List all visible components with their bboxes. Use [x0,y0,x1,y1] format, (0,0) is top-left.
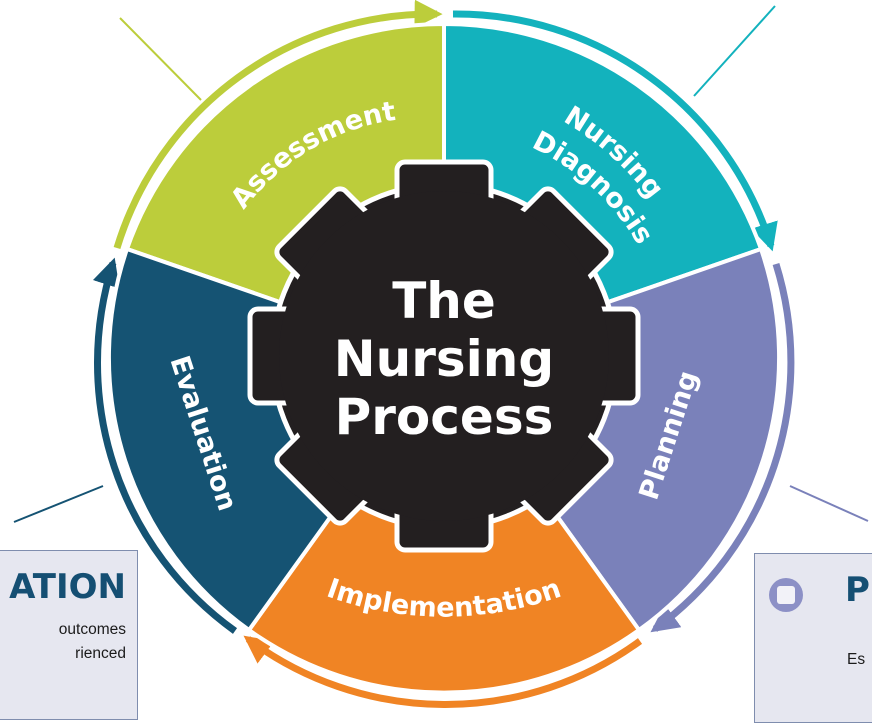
arrow-implementation-to-evaluation [243,635,643,709]
planning-box-heading: P [845,570,870,610]
planning-icon-glyph [777,586,795,604]
planning-info-box: P Es [754,553,872,723]
evaluation-box-line-1: outcomes [58,621,126,638]
evaluation-info-box: ATION outcomes rienced [0,550,138,720]
evaluation-box-line-2: rienced [75,645,126,662]
connector-line-planning [789,485,869,522]
connector-line-diagnosis [693,5,776,97]
arrow-planning-to-implementation [650,262,795,633]
planning-icon [769,578,803,612]
planning-box-text: Es [847,648,865,672]
arrow-evaluation-to-assessment [92,257,238,634]
connector-line-evaluation [13,485,104,523]
center-title-line-2: Nursing [334,330,554,388]
evaluation-box-text: outcomes rienced [59,618,126,666]
center-title-line-3: Process [335,388,554,446]
planning-box-line-1: Es [847,651,866,668]
center-title-line-1: The [392,272,496,330]
connector-line-assessment [119,17,202,101]
arrow-assessment-to-diagnosis [113,0,443,250]
gear-icon [247,159,641,553]
evaluation-box-heading: ATION [9,567,126,607]
arrow-diagnosis-to-planning [452,10,778,252]
